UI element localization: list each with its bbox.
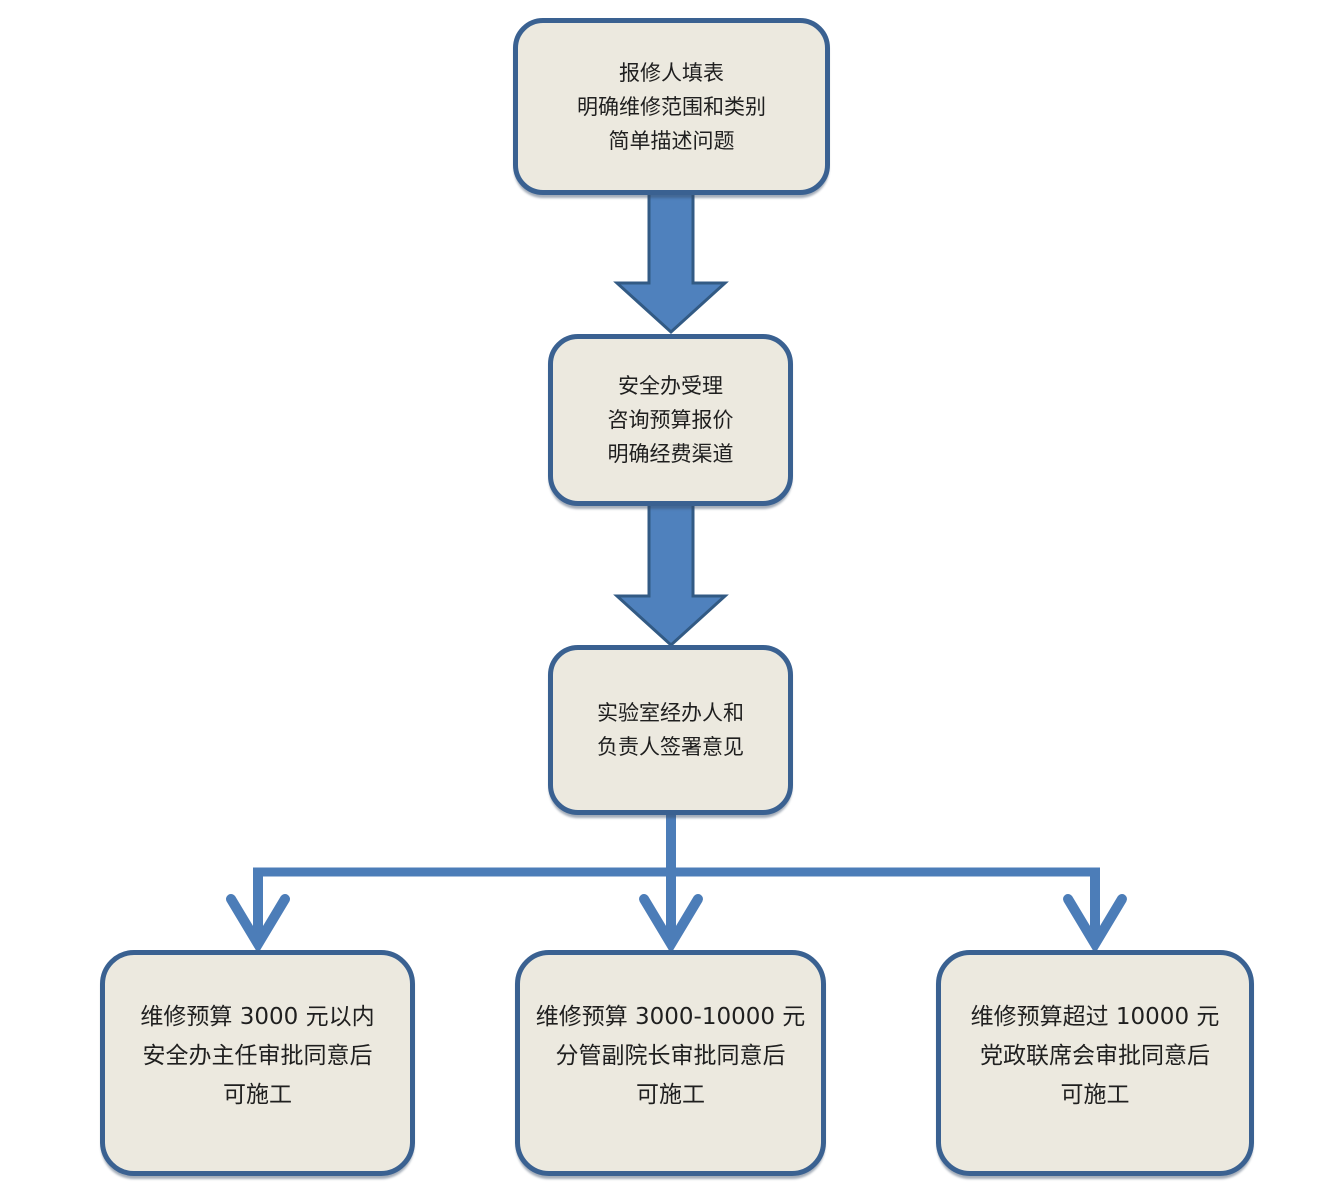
flow-node-branch-middle: 维修预算 3000-10000 元 分管副院长审批同意后 可施工 [515,950,826,1176]
node-text-line: 可施工 [636,1081,705,1108]
branch-connector [226,808,1127,954]
node-text-line: 维修预算超过 10000 元 [970,1003,1220,1030]
node-text-line: 简单描述问题 [608,128,735,153]
node-text-line: 安全办受理 [618,374,723,398]
arrowhead-left-icon [226,894,290,954]
node-text-line: 明确经费渠道 [607,442,734,466]
node-text-line: 咨询预算报价 [607,408,734,432]
node-text-line: 报修人填表 [619,60,724,85]
flow-node-branch-left: 维修预算 3000 元以内 安全办主任审批同意后 可施工 [100,950,415,1176]
node-text-line: 负责人签署意见 [597,735,744,759]
node-text-line: 维修预算 3000-10000 元 [535,1003,806,1030]
flow-node-branch-right: 维修预算超过 10000 元 党政联席会审批同意后 可施工 [936,950,1254,1176]
node-text-line: 安全办主任审批同意后 [142,1042,373,1069]
block-arrow-step2-step3-icon [613,501,729,648]
node-text-line: 党政联席会审批同意后 [980,1042,1210,1069]
arrowhead-middle-icon [639,894,703,954]
flow-node-step-2: 安全办受理 咨询预算报价 明确经费渠道 [548,334,793,506]
arrowhead-right-icon [1063,894,1127,954]
node-text-line: 可施工 [1060,1081,1130,1108]
block-arrow-step1-step2-icon [613,190,729,335]
node-text-line: 可施工 [223,1081,292,1108]
flow-node-step-1: 报修人填表 明确维修范围和类别 简单描述问题 [513,18,830,195]
flow-node-step-3: 实验室经办人和 负责人签署意见 [548,645,793,815]
node-text-line: 明确维修范围和类别 [577,94,766,119]
node-text-line: 维修预算 3000 元以内 [140,1003,375,1030]
node-text-line: 分管副院长审批同意后 [555,1042,786,1069]
node-text-line: 实验室经办人和 [597,701,744,725]
